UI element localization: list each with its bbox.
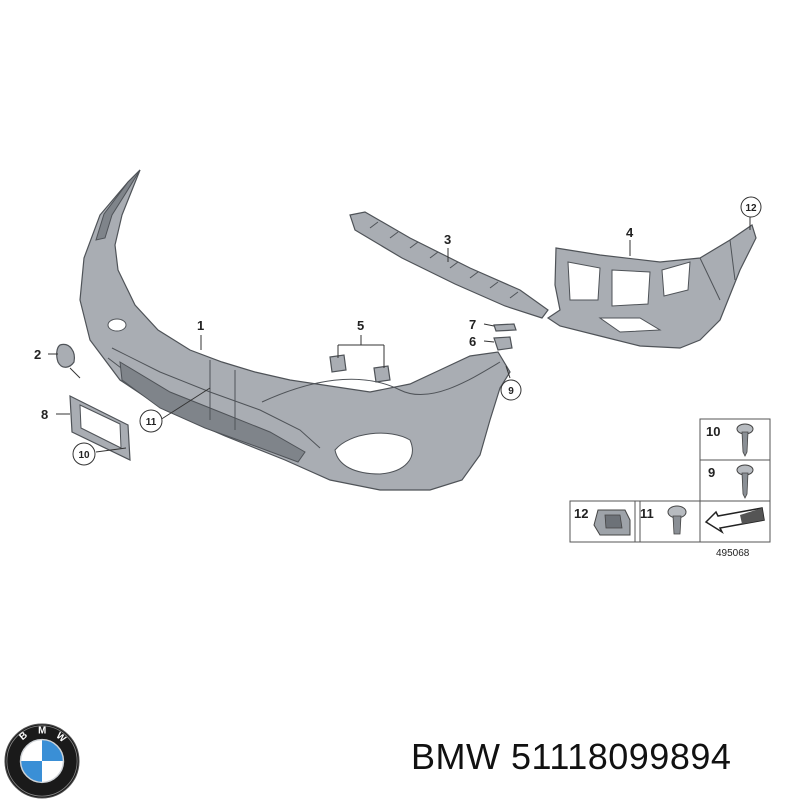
svg-text:M: M bbox=[38, 726, 46, 737]
callout-3: 3 bbox=[444, 232, 451, 247]
bmw-logo: B M W bbox=[4, 723, 80, 799]
legend-label-10: 10 bbox=[706, 424, 720, 439]
callout-10: 10 bbox=[78, 450, 90, 461]
callout-5: 5 bbox=[357, 318, 364, 333]
reinforcement-carrier-part bbox=[349, 211, 549, 319]
legend-label-11: 11 bbox=[640, 506, 654, 521]
screw-10-icon bbox=[736, 423, 754, 457]
callout-11: 11 bbox=[146, 417, 157, 428]
bumper-bracket-part bbox=[546, 224, 757, 349]
tow-hook-cover-part bbox=[56, 343, 81, 379]
part-number-caption: BMW 51118099894 bbox=[411, 736, 731, 778]
legend-label-12: 12 bbox=[574, 506, 588, 521]
leader-lines bbox=[48, 215, 751, 453]
clip-parts bbox=[329, 354, 391, 383]
callout-12: 12 bbox=[745, 203, 757, 214]
installation-arrow-icon bbox=[704, 507, 765, 535]
callout-12-circle: 12 bbox=[740, 196, 762, 218]
small-clip-parts bbox=[493, 323, 517, 351]
clip-nut-12-icon bbox=[593, 509, 631, 536]
callout-11-circle: 11 bbox=[139, 409, 163, 433]
fastener-legend-table: 10 9 12 11 495068 bbox=[569, 418, 771, 559]
callout-7: 7 bbox=[469, 317, 476, 332]
legend-label-9: 9 bbox=[708, 465, 715, 480]
callout-6: 6 bbox=[469, 334, 476, 349]
callout-1: 1 bbox=[197, 318, 204, 333]
part-number: 51118099894 bbox=[511, 736, 732, 777]
drawing-number: 495068 bbox=[716, 548, 750, 559]
callout-9-circle: 9 bbox=[500, 379, 522, 401]
callout-4: 4 bbox=[626, 225, 634, 240]
brand-name: BMW bbox=[411, 736, 501, 777]
callout-10-circle: 10 bbox=[72, 442, 96, 466]
callout-8: 8 bbox=[41, 407, 48, 422]
callout-2: 2 bbox=[34, 347, 41, 362]
callout-9: 9 bbox=[508, 386, 514, 397]
screw-9-icon bbox=[736, 464, 754, 499]
license-plate-bracket-part bbox=[69, 395, 131, 461]
bumper-cover-part bbox=[79, 169, 511, 491]
screw-11-icon bbox=[667, 505, 687, 535]
